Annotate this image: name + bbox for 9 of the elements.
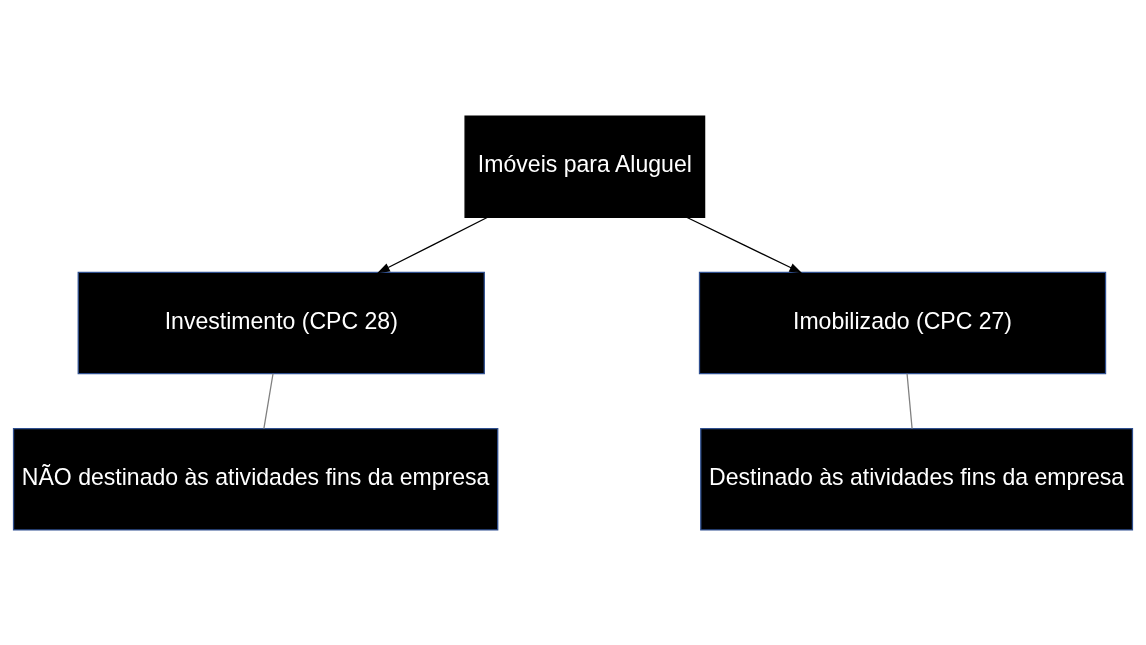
arrow: [686, 216, 803, 273]
node-box: Investimento (CPC 28): [77, 271, 485, 374]
node-box: NÃO destinado às atividades fins da empresa: [12, 427, 499, 530]
node-box: Imobilizado (CPC 27): [698, 271, 1107, 374]
connector: [263, 372, 274, 429]
connector: [906, 372, 913, 429]
node-box: Destinado às atividades fins da empresa: [700, 427, 1134, 530]
node-box: Imóveis para Aluguel: [464, 115, 706, 218]
arrow: [377, 216, 488, 273]
